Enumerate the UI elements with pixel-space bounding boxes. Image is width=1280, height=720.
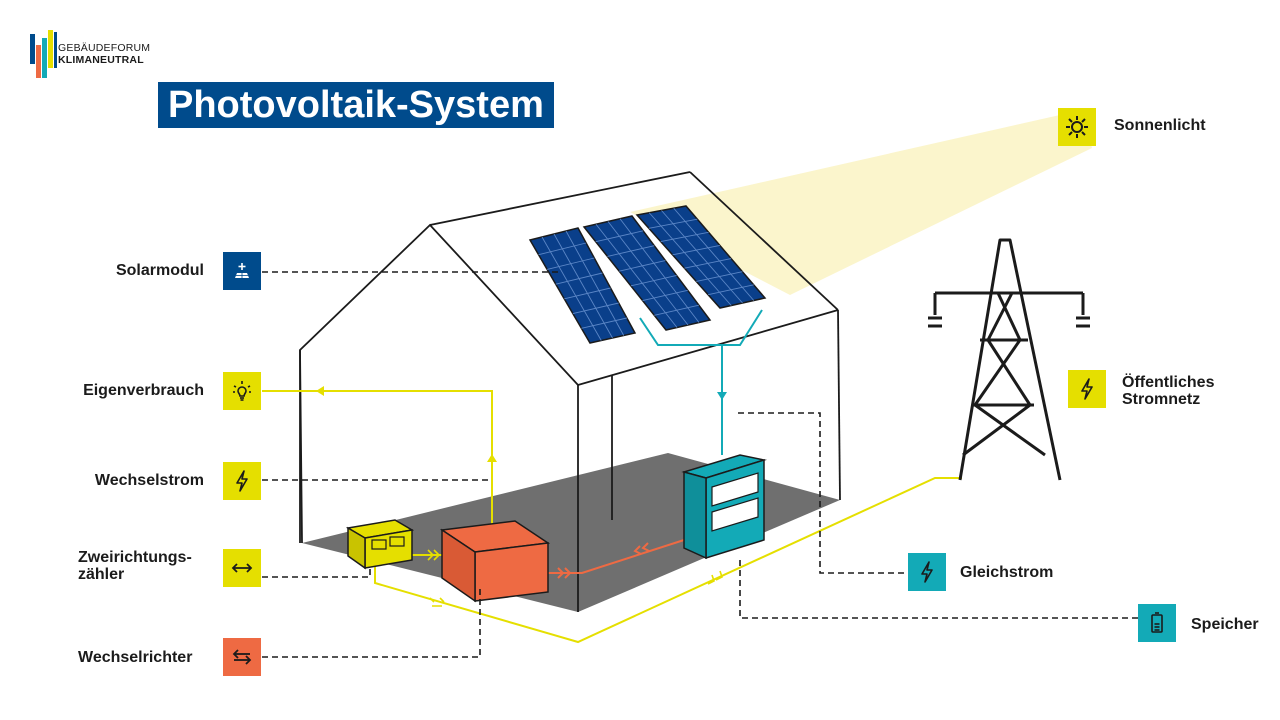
- solar-panel: [582, 215, 712, 331]
- swap-arrows-icon: [223, 638, 261, 676]
- label-public-grid-line-1: Öffentliches: [1122, 374, 1215, 391]
- solar-panel: [635, 205, 767, 309]
- label-alternating-current: Wechselstrom: [94, 472, 204, 489]
- storage-device: [681, 454, 767, 560]
- sun-icon: [1058, 108, 1096, 146]
- label-solar-module: Solarmodul: [115, 262, 204, 279]
- battery-icon: [1138, 604, 1176, 642]
- leader-lines: [262, 271, 1138, 658]
- solar-panel-gridline: [555, 272, 603, 285]
- solar-panel-gridline: [708, 284, 754, 296]
- meter-device: [345, 519, 415, 570]
- power-pylon: [928, 238, 1090, 481]
- ac-wire: [262, 386, 962, 644]
- double-arrow-icon: [223, 549, 261, 587]
- solar-panel-gridline: [648, 218, 698, 229]
- ac-wire-markers: [427, 549, 723, 607]
- solar-panel-gridline: [564, 287, 611, 300]
- label-bidirectional-meter-line-2: zähler: [78, 566, 125, 583]
- solar-panel-gridline: [673, 207, 755, 301]
- solar-panel-gridline: [572, 302, 619, 315]
- lightning-icon: [1068, 370, 1106, 408]
- sunbeam: [630, 110, 1092, 295]
- logo: GEBÄUDEFORUM KLIMANEUTRAL: [30, 30, 190, 82]
- solar-panel-gridline: [595, 223, 678, 328]
- label-bidirectional-meter: Zweirichtungs- zähler: [78, 549, 192, 583]
- logo-line-2: KLIMANEUTRAL: [58, 54, 144, 66]
- logo-mark: [30, 30, 57, 78]
- solar-panel-gridline: [672, 244, 720, 256]
- solar-panel-gridline: [684, 258, 732, 269]
- solar-panel-gridline: [619, 260, 666, 272]
- solar-panel-gridline: [619, 218, 700, 323]
- solar-panel-gridline: [547, 257, 595, 270]
- solar-panel-gridline: [654, 304, 699, 316]
- label-self-consumption: Eigenverbrauch: [83, 382, 204, 399]
- page-title: Photovoltaik-System: [158, 82, 554, 128]
- lightning-icon: [223, 462, 261, 500]
- inverter-device: [439, 520, 551, 603]
- solar-panel-gridline: [553, 233, 613, 339]
- dc-wire: [639, 309, 763, 455]
- label-public-grid-line-2: Stromnetz: [1122, 391, 1201, 408]
- solar-panel-gridline: [661, 210, 743, 304]
- solar-panel-gridline: [648, 212, 732, 306]
- label-public-grid: Öffentliches Stromnetz: [1122, 374, 1214, 408]
- solar-panel-gridline: [696, 271, 743, 282]
- solar-panel-gridline: [642, 289, 688, 302]
- solar-panel-gridline: [581, 317, 627, 329]
- solar-panel-gridline: [607, 221, 689, 326]
- logo-text: GEBÄUDEFORUM KLIMANEUTRAL: [58, 42, 150, 66]
- label-storage: Speicher: [1191, 616, 1259, 633]
- solar-panel-icon: [223, 252, 261, 290]
- label-bidirectional-meter-line-1: Zweirichtungs-: [78, 549, 192, 566]
- solar-panels: [528, 205, 767, 344]
- solar-panel-gridline: [538, 242, 587, 256]
- solar-panel-gridline: [565, 230, 625, 336]
- solar-panel-gridline: [541, 236, 602, 341]
- label-sunlight: Sonnenlicht: [1114, 117, 1206, 134]
- solar-panel-gridline: [660, 231, 709, 243]
- label-direct-current: Gleichstrom: [960, 564, 1054, 581]
- solar-panel-gridline: [630, 274, 677, 287]
- solar-panel-gridline: [595, 230, 644, 243]
- house-outline: [299, 171, 841, 612]
- inverter-to-storage-wire: [548, 539, 685, 579]
- logo-line-1: GEBÄUDEFORUM: [58, 42, 151, 54]
- light-bulb-icon: [223, 372, 261, 410]
- solar-panel-gridline: [607, 245, 655, 257]
- label-inverter: Wechselrichter: [78, 649, 193, 666]
- lightning-icon: [908, 553, 946, 591]
